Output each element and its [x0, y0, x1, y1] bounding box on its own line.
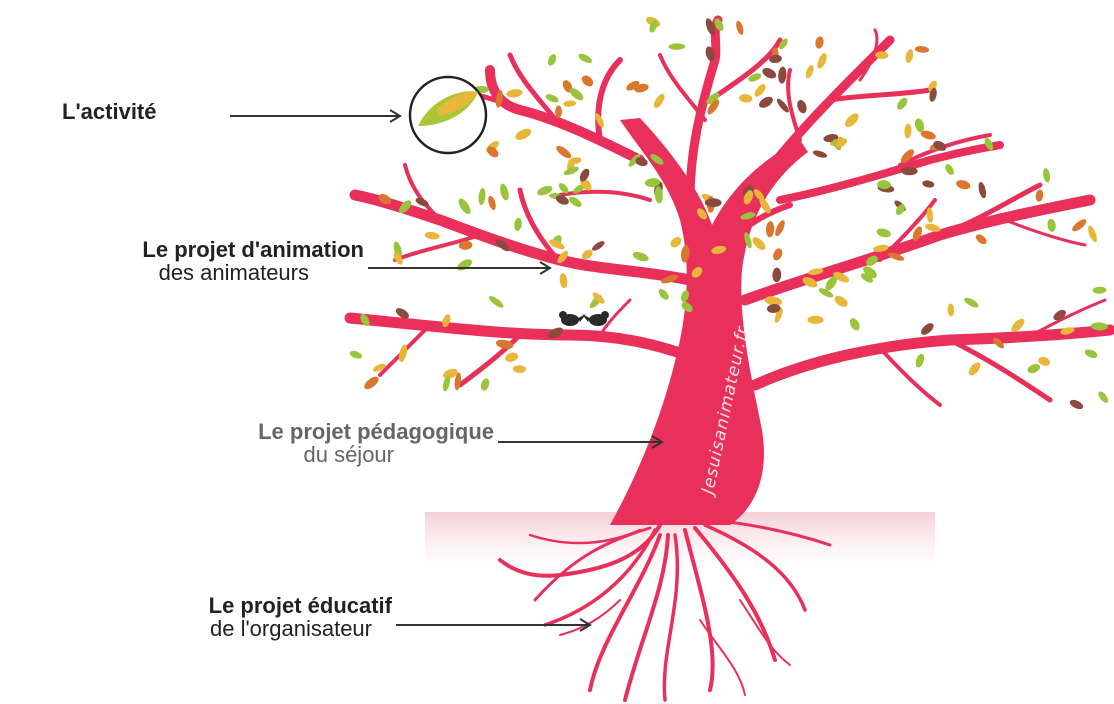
leaf: [771, 247, 784, 262]
label-activity: L'activité: [62, 100, 157, 123]
leaf: [554, 144, 573, 161]
leaf: [947, 303, 954, 316]
leaf: [1035, 189, 1044, 202]
leaf: [1084, 348, 1099, 360]
leaf: [943, 163, 955, 177]
leaf: [750, 235, 767, 252]
leaf: [487, 195, 498, 211]
leaf: [362, 374, 381, 391]
leaf: [904, 123, 912, 138]
leaf: [753, 82, 768, 98]
leaf: [513, 365, 527, 373]
leaf: [657, 287, 671, 301]
leaf: [456, 197, 473, 216]
leaf: [652, 92, 667, 109]
leaf: [455, 257, 474, 273]
leaf: [735, 20, 745, 36]
leaf: [804, 64, 815, 79]
leaf: [349, 349, 363, 360]
leaf: [922, 179, 935, 188]
leaf: [499, 183, 511, 202]
leaf: [1042, 168, 1051, 183]
label-pedagogique-title: Le projet pédagogique: [102, 420, 494, 443]
highlight-leaf: [410, 77, 486, 153]
leaf: [1068, 398, 1084, 411]
leaf: [1047, 218, 1057, 232]
leaf: [506, 88, 523, 98]
leaf: [424, 231, 440, 240]
leaf: [591, 239, 606, 252]
leaf: [545, 93, 560, 105]
leaf: [546, 53, 558, 67]
leaf: [1092, 286, 1106, 294]
leaf: [977, 181, 987, 199]
leaf: [504, 351, 519, 363]
leaf: [739, 93, 753, 103]
leaf: [578, 167, 592, 183]
leaf: [904, 49, 914, 64]
leaf: [1070, 217, 1088, 233]
leaf: [705, 198, 722, 207]
label-pedagogique: Le projet pédagogique du séjour: [102, 420, 494, 466]
leaf: [915, 45, 930, 53]
leaf: [843, 111, 861, 129]
label-animation-title: Le projet d'animation: [8, 238, 364, 261]
leaf: [1097, 390, 1110, 405]
leaf: [761, 66, 778, 81]
leaf: [876, 227, 892, 239]
leaf: [963, 296, 980, 310]
label-educatif-subtitle: de l'organisateur: [82, 617, 372, 640]
leaf: [815, 52, 828, 70]
leaf: [966, 360, 982, 377]
leaf: [479, 377, 490, 391]
leaf: [555, 105, 562, 118]
leaf: [772, 267, 781, 282]
leaf: [778, 66, 787, 84]
label-educatif: Le projet éducatif de l'organisateur: [82, 594, 392, 640]
leaf: [773, 219, 787, 238]
leaf: [812, 149, 828, 159]
leaf: [919, 321, 936, 337]
leaf: [559, 273, 568, 289]
leaf: [514, 126, 533, 142]
label-activity-title: L'activité: [62, 100, 157, 123]
leaf: [513, 217, 522, 231]
label-animation: Le projet d'animation des animateurs: [8, 238, 364, 284]
leaf: [567, 195, 583, 209]
leaf: [632, 250, 650, 263]
leaf: [895, 96, 909, 112]
leaf: [668, 235, 683, 250]
leaf: [1086, 225, 1098, 244]
leaf: [807, 316, 823, 324]
leaf: [478, 188, 487, 206]
label-animation-subtitle: des animateurs: [8, 261, 309, 284]
label-pedagogique-subtitle: du séjour: [102, 443, 394, 466]
leaf: [955, 179, 971, 191]
birds: [559, 311, 609, 326]
leaf: [563, 100, 577, 108]
leaf: [795, 99, 808, 115]
label-educatif-title: Le projet éducatif: [82, 594, 392, 617]
leaf: [580, 73, 596, 88]
leaf: [487, 294, 505, 309]
leaf: [848, 317, 862, 333]
leaf: [814, 36, 824, 50]
leaf: [757, 95, 775, 111]
leaf: [833, 294, 850, 309]
leaf: [1026, 362, 1041, 375]
leaf: [766, 221, 775, 237]
leaf: [974, 232, 988, 246]
leaf: [577, 52, 593, 65]
leaf: [914, 353, 926, 369]
leaf: [668, 43, 685, 49]
